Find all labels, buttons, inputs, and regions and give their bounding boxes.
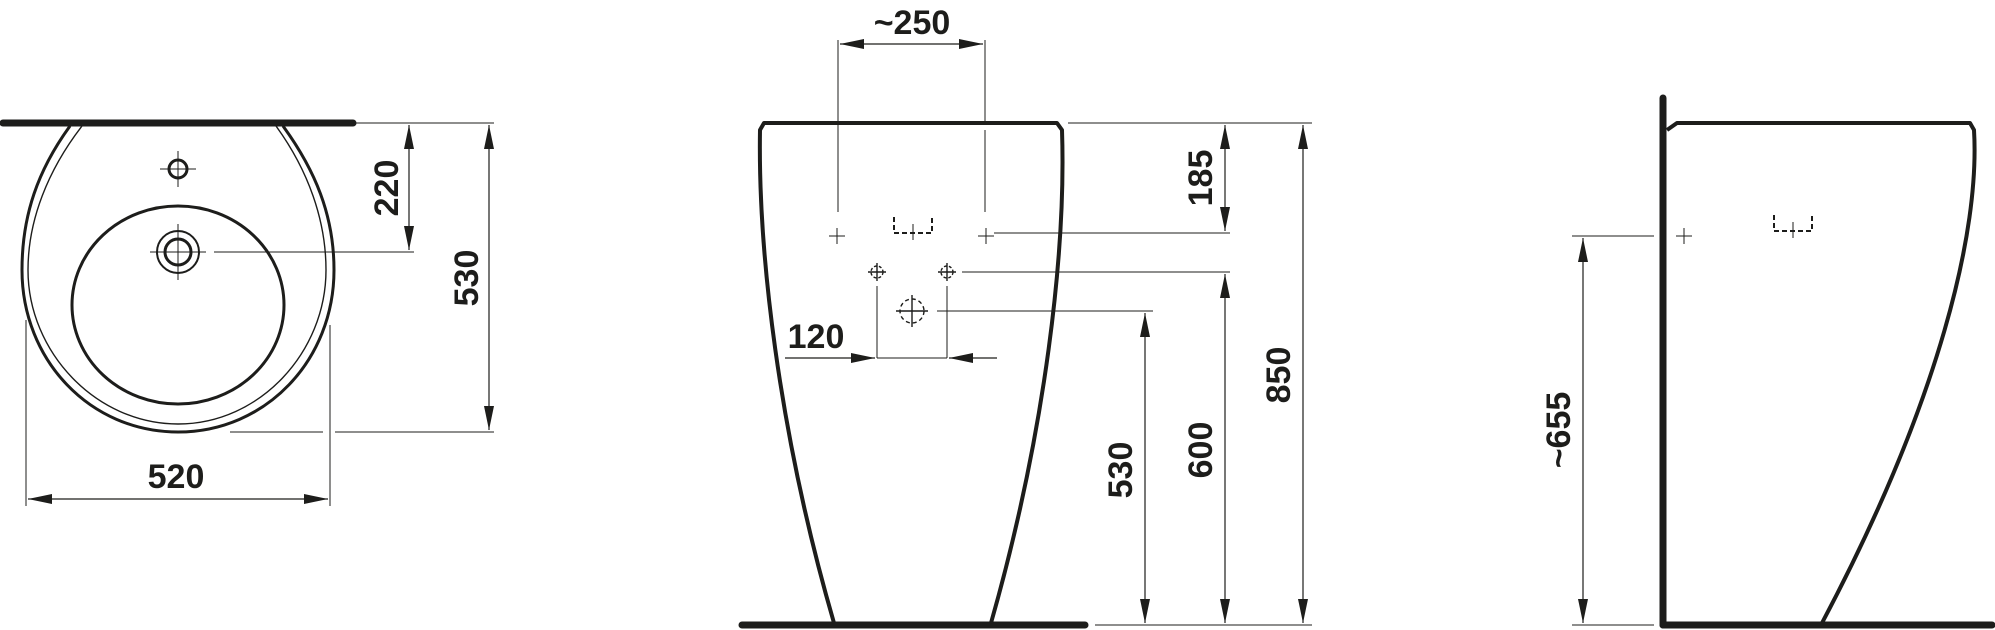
dim-label-250: ~250 xyxy=(874,4,951,42)
dim-label-120: 120 xyxy=(788,318,845,356)
profile-outline xyxy=(1665,121,1977,624)
trap-outlet-icon xyxy=(896,295,928,327)
dim-label-600: 600 xyxy=(1182,422,1220,479)
dim-label-655: ~655 xyxy=(1540,392,1578,469)
basin-outer-contour xyxy=(20,125,336,434)
profile-view xyxy=(1572,94,1995,629)
profile-waste-marker-icon xyxy=(1676,228,1692,244)
supply-valve-right-icon xyxy=(938,263,956,281)
dim-label-520: 520 xyxy=(148,458,205,496)
side-view xyxy=(738,39,1312,629)
top-view xyxy=(0,119,494,506)
dim-label-850: 850 xyxy=(1260,347,1298,404)
waste-marker-left-icon xyxy=(829,228,845,244)
waste-marker-right-icon xyxy=(978,228,994,244)
bowl-ellipse xyxy=(70,204,286,406)
dim-label-185: 185 xyxy=(1182,150,1220,207)
pedestal-outline xyxy=(757,121,1065,624)
supply-valve-left-icon xyxy=(868,263,886,281)
basin-inner-rim xyxy=(27,125,327,425)
dim-label-530-side: 530 xyxy=(1102,442,1140,499)
dim-label-220: 220 xyxy=(368,160,406,217)
dim-label-530-top: 530 xyxy=(448,250,486,307)
